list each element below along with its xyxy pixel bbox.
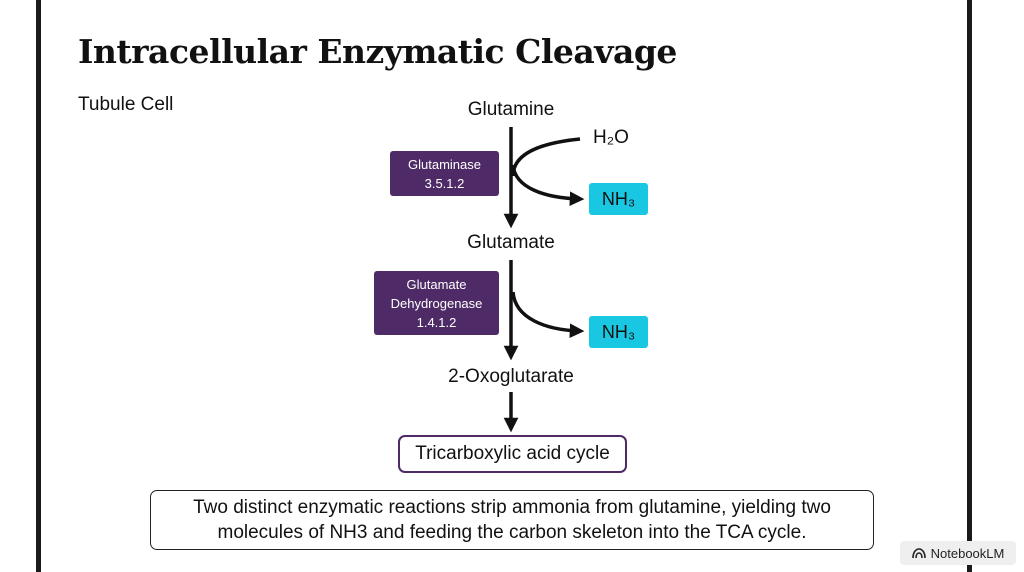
enzyme-gdh-ec: 1.4.1.2 xyxy=(416,314,457,330)
frame-border-left xyxy=(36,0,41,572)
caption-line-1: Two distinct enzymatic reactions strip a… xyxy=(193,497,831,518)
outer-margin-left xyxy=(0,0,36,572)
slide-title: Intracellular Enzymatic Cleavage xyxy=(78,32,677,71)
enzyme-glutaminase-box: Glutaminase 3.5.1.2 xyxy=(390,151,499,196)
enzyme-glutaminase-ec: 3.5.1.2 xyxy=(424,175,465,191)
arrow-nh3-release-2 xyxy=(511,291,585,339)
outer-margin-right xyxy=(972,0,1024,572)
arrow-nh3-release-1 xyxy=(511,164,585,207)
enzyme-glutaminase-name: Glutaminase xyxy=(408,156,481,172)
notebooklm-badge: NotebookLM xyxy=(900,541,1016,565)
node-water: H₂O xyxy=(593,127,629,148)
nh3-box-1: NH₃ xyxy=(589,183,648,215)
notebooklm-label: NotebookLM xyxy=(930,545,1005,561)
notebooklm-logo-icon xyxy=(911,548,926,559)
enzyme-glutamate-dehydrogenase-box: Glutamate Dehydrogenase 1.4.1.2 xyxy=(374,271,499,335)
frame-border-right xyxy=(967,0,972,572)
slide-subtitle: Tubule Cell xyxy=(78,94,174,115)
enzyme-gdh-name-line2: Dehydrogenase xyxy=(390,295,483,311)
caption-line-2: molecules of NH3 and feeding the carbon … xyxy=(217,522,807,543)
tca-cycle-box: Tricarboxylic acid cycle xyxy=(398,435,627,473)
node-glutamate: Glutamate xyxy=(467,232,555,253)
enzyme-gdh-name-line1: Glutamate xyxy=(406,276,467,292)
node-2-oxoglutarate: 2-Oxoglutarate xyxy=(448,366,574,387)
nh3-box-2: NH₃ xyxy=(589,316,648,348)
node-glutamine: Glutamine xyxy=(467,99,555,120)
arrow-water-input xyxy=(511,137,581,177)
caption-box: Two distinct enzymatic reactions strip a… xyxy=(150,490,874,550)
